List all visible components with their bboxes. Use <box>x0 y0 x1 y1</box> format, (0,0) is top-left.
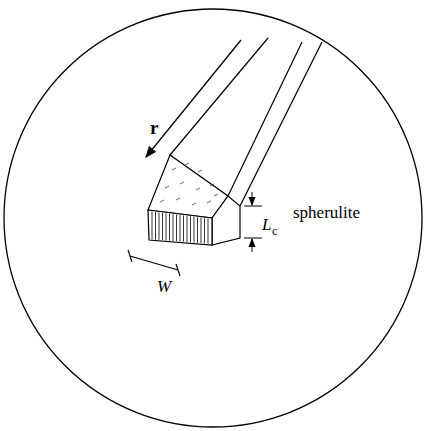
growth-arrow <box>146 40 241 157</box>
thickness-dimension <box>244 192 262 252</box>
lamella-side-face <box>212 196 240 245</box>
vector-label: r <box>150 118 158 137</box>
dimension-label: W <box>157 278 171 295</box>
lamella-front-face <box>148 210 212 245</box>
fold-surface-texture <box>160 163 218 205</box>
width-dimension <box>128 250 180 276</box>
region-label: spherulite <box>293 204 360 221</box>
chain-stems-hatching <box>152 212 208 244</box>
subscript-label: c <box>272 225 277 237</box>
spherulite-outline: spherulite <box>3 8 423 428</box>
dimension-label: L <box>262 216 271 233</box>
lamella-top-face <box>148 155 228 218</box>
